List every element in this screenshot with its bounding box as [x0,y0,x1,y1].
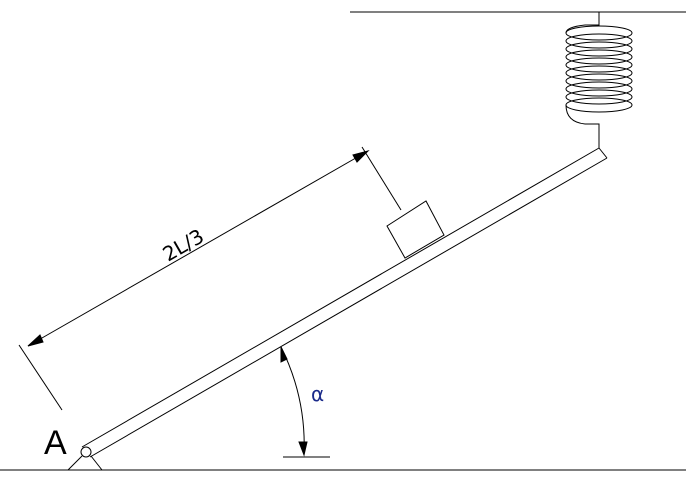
rod [81,147,608,458]
dimension-2L3 [18,146,402,411]
spring-coil [565,89,633,105]
spring-coil [565,57,633,73]
spring-coil [565,49,633,65]
spring-coil [565,73,633,89]
spring-top-lead [565,24,586,34]
pivot-pin [80,446,92,458]
spring [565,12,633,148]
spring-coil [565,65,633,81]
spring-coil [565,81,633,97]
spring-coil [565,25,633,41]
spring-coil [565,97,633,113]
pivot-support [67,455,103,471]
spring-coil [565,41,633,57]
angle-marker [280,346,330,458]
block [386,200,445,259]
spring-bottom-lead [565,104,586,125]
spring-coil [565,33,633,49]
